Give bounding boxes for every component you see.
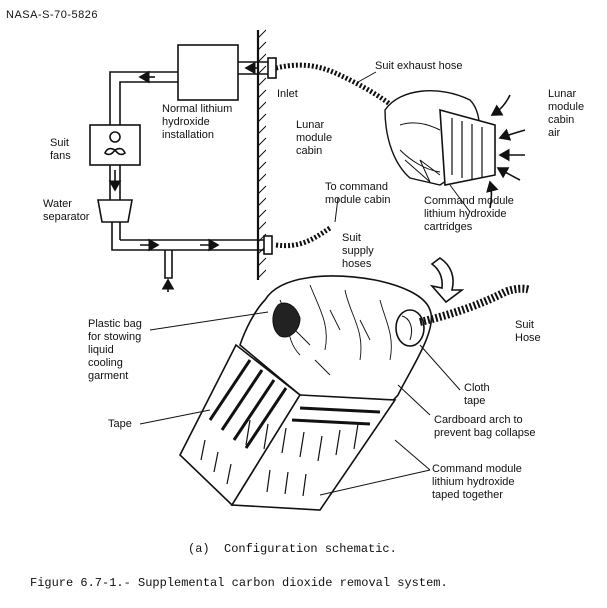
label-plastic-bag: Plastic bag for stowing liquid cooling g… bbox=[88, 318, 142, 382]
label-cm-lioh-cartridges: Command module lithium hydroxide cartrid… bbox=[424, 195, 514, 233]
suit-exhaust-hose bbox=[275, 62, 397, 110]
transition-arrow bbox=[429, 257, 465, 304]
label-lunar-module-cabin: Lunar module cabin bbox=[296, 119, 333, 157]
label-inlet: Inlet bbox=[277, 88, 298, 100]
label-to-command-module-cabin: To command module cabin bbox=[325, 181, 391, 206]
cabin-air-arrows bbox=[486, 94, 526, 209]
label-suit-hose: Suit Hose bbox=[515, 319, 541, 344]
subcaption: (a) Configuration schematic. bbox=[188, 542, 397, 556]
lower-assembly bbox=[179, 275, 433, 511]
label-lunar-module-cabin-air: Lunar module cabin air bbox=[548, 88, 585, 139]
water-separator-unit bbox=[97, 199, 133, 240]
lower-leader-lines bbox=[139, 311, 461, 496]
figure-caption: Figure 6.7-1.- Supplemental carbon dioxi… bbox=[30, 576, 448, 590]
supply-duct bbox=[111, 235, 273, 292]
top-duct-loop bbox=[109, 44, 277, 125]
suit-fans-unit bbox=[89, 124, 141, 166]
label-water-separator: Water separator bbox=[43, 198, 90, 223]
upper-leader-lines bbox=[334, 71, 471, 223]
bulkhead-wall bbox=[256, 29, 267, 280]
label-suit-exhaust-hose: Suit exhaust hose bbox=[375, 60, 463, 72]
suit-supply-hose-stub bbox=[275, 225, 332, 249]
document-id: NASA-S-70-5826 bbox=[6, 9, 98, 21]
label-cm-lioh-taped-together: Command module lithium hydroxide taped t… bbox=[432, 463, 522, 501]
label-cardboard-arch: Cardboard arch to prevent bag collapse bbox=[434, 414, 536, 439]
label-suit-supply-hoses: Suit supply hoses bbox=[342, 232, 374, 270]
lower-suit-hose bbox=[419, 284, 532, 326]
label-cloth-tape: Cloth tape bbox=[464, 382, 490, 407]
label-tape: Tape bbox=[108, 418, 132, 430]
label-suit-fans: Suit fans bbox=[50, 137, 71, 162]
upper-lioh-assembly bbox=[384, 90, 496, 186]
label-normal-lioh-installation: Normal lithium hydroxide installation bbox=[162, 103, 233, 141]
